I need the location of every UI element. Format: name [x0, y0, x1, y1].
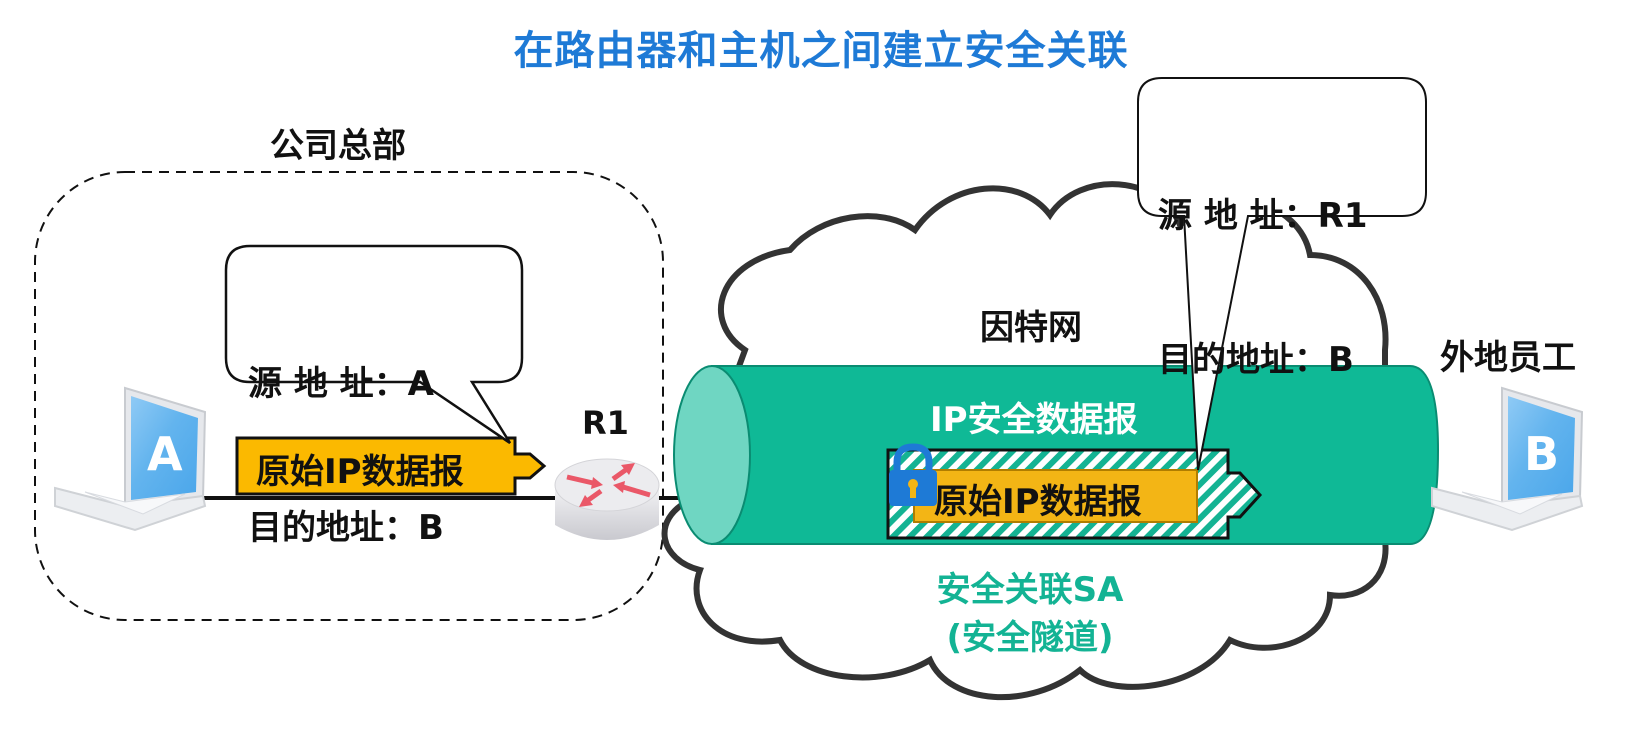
headquarters-label: 公司总部	[270, 126, 406, 166]
security-association-label: 安全关联SA	[936, 570, 1124, 610]
secure-tunnel-label: (安全隧道)	[946, 618, 1114, 658]
hq-callout-bubble	[224, 244, 524, 445]
internet-callout-bubble	[1137, 77, 1427, 471]
laptop-a-icon: A	[54, 386, 207, 532]
original-packet-arrow	[235, 436, 547, 496]
lock-icon	[889, 443, 937, 506]
host-a-letter: A	[147, 427, 183, 481]
internet-callout-destination: 目的地址：B	[1158, 340, 1354, 380]
host-b-letter: B	[1524, 427, 1559, 481]
headquarters-boundary	[34, 171, 664, 621]
page-title: 在路由器和主机之间建立安全关联	[513, 28, 1129, 74]
router-r1-icon	[554, 458, 660, 540]
laptop-b-icon: B	[1431, 386, 1584, 532]
internet-callout-text: 源 地 址：R1 目的地址：B	[1158, 96, 1368, 480]
hq-callout-text: 源 地 址：A 目的地址：B	[248, 264, 444, 648]
original-packet-label: 原始IP数据报	[256, 452, 464, 492]
hq-callout-source: 源 地 址：A	[248, 364, 434, 404]
secure-datagram-title: IP安全数据报	[930, 400, 1138, 440]
router-label: R1	[582, 404, 629, 442]
internet-label: 因特网	[980, 308, 1082, 348]
inner-packet-label: 原始IP数据报	[934, 482, 1142, 522]
remote-employee-label: 外地员工	[1440, 338, 1576, 378]
internet-callout-source: 源 地 址：R1	[1158, 196, 1368, 236]
hq-callout-destination: 目的地址：B	[248, 508, 444, 548]
